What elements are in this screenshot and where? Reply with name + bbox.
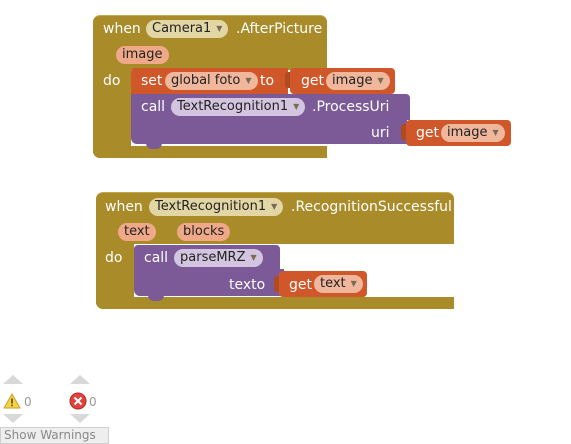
get-variable-dropdown[interactable]: image ▼ <box>326 72 390 90</box>
show-warnings-button[interactable]: Show Warnings <box>0 427 109 444</box>
event-name: .RecognitionSuccessful <box>291 199 452 215</box>
get-keyword: get <box>416 125 439 141</box>
component-name: Camera1 <box>152 21 212 36</box>
event-name: .AfterPicture <box>236 21 323 37</box>
call-component-name: TextRecognition1 <box>177 99 289 114</box>
do-keyword: do <box>105 250 123 266</box>
when-keyword: when <box>105 199 143 215</box>
component-dropdown[interactable]: Camera1 ▼ <box>146 20 229 38</box>
call-keyword: call <box>144 250 169 266</box>
param-blocks[interactable]: blocks <box>177 223 231 241</box>
event-bottom-bar <box>96 297 454 309</box>
get-variable-dropdown[interactable]: image ▼ <box>441 124 505 142</box>
get-variable-name: image <box>447 125 488 140</box>
arrow-down-icon[interactable] <box>70 414 90 423</box>
event-bottom-bar <box>93 146 327 158</box>
dropdown-arrow-icon[interactable]: ▼ <box>216 24 223 33</box>
set-variable-name: global foto <box>171 73 241 88</box>
set-variable-dropdown[interactable]: global foto ▼ <box>165 72 258 90</box>
dropdown-arrow-icon[interactable]: ▼ <box>350 279 357 288</box>
get-keyword: get <box>289 277 312 293</box>
arrow-down-icon[interactable] <box>3 414 23 423</box>
value-socket <box>274 276 280 292</box>
block-notch <box>148 295 164 301</box>
value-socket <box>285 72 291 88</box>
component-dropdown[interactable]: TextRecognition1 ▼ <box>149 198 284 216</box>
dropdown-arrow-icon[interactable]: ▼ <box>250 253 257 262</box>
do-keyword: do <box>103 73 121 89</box>
warning-icon <box>3 393 21 409</box>
arrow-up-icon[interactable] <box>70 375 90 384</box>
dropdown-arrow-icon[interactable]: ▼ <box>293 102 300 111</box>
dropdown-arrow-icon[interactable]: ▼ <box>271 202 278 211</box>
arrow-up-icon[interactable] <box>3 375 23 384</box>
param-text[interactable]: text <box>118 223 156 241</box>
call-parsemrz-body <box>134 269 284 296</box>
block-notch <box>146 143 162 149</box>
get-variable-dropdown[interactable]: text ▼ <box>314 275 363 293</box>
dropdown-arrow-icon[interactable]: ▼ <box>492 128 499 137</box>
to-keyword: to <box>260 73 275 89</box>
arg-label-texto: texto <box>229 277 266 293</box>
when-keyword: when <box>103 21 141 37</box>
component-name: TextRecognition1 <box>155 199 267 214</box>
dropdown-arrow-icon[interactable]: ▼ <box>377 76 384 85</box>
dropdown-arrow-icon[interactable]: ▼ <box>245 76 252 85</box>
set-keyword: set <box>141 73 163 89</box>
param-image[interactable]: image <box>116 46 169 64</box>
error-icon <box>69 392 87 410</box>
arg-label-uri: uri <box>371 125 390 141</box>
call-method-name: .ProcessUri <box>312 99 390 115</box>
get-keyword: get <box>301 73 324 89</box>
procedure-dropdown[interactable]: parseMRZ ▼ <box>174 249 263 267</box>
call-processuri-body <box>131 118 407 144</box>
get-variable-name: text <box>320 276 346 291</box>
value-socket <box>401 124 407 140</box>
get-variable-name: image <box>332 73 373 88</box>
procedure-name: parseMRZ <box>180 250 246 265</box>
event-left-bar <box>93 65 131 158</box>
call-keyword: call <box>141 99 166 115</box>
errors-count: 0 <box>89 395 97 409</box>
call-component-dropdown[interactable]: TextRecognition1 ▼ <box>171 98 306 116</box>
warnings-count: 0 <box>24 395 32 409</box>
